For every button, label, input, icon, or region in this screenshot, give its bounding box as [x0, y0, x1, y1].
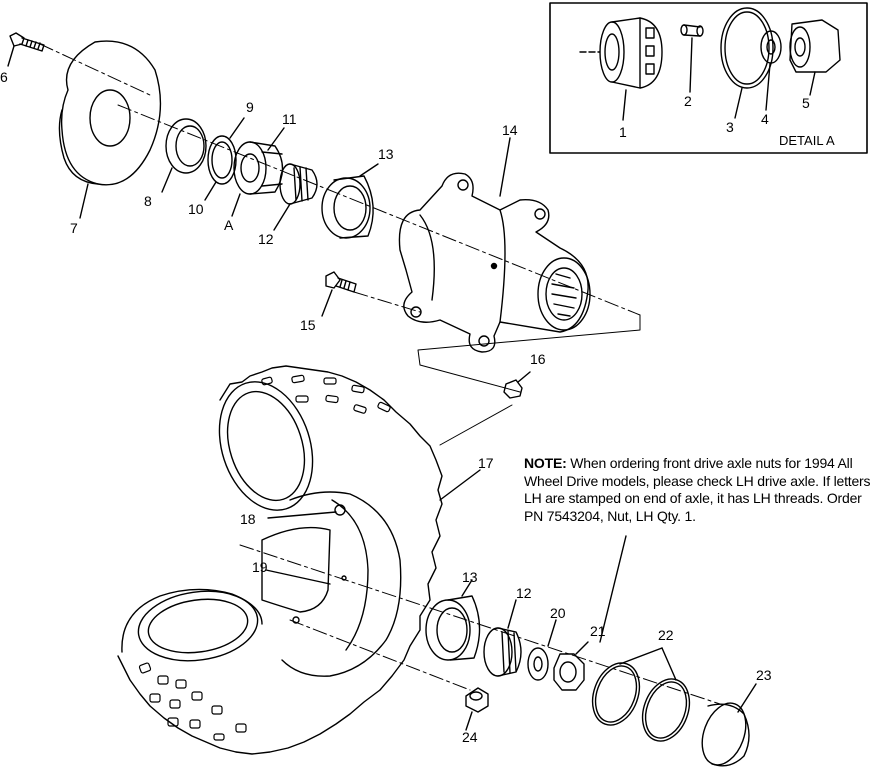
callout-19: 19 — [252, 559, 268, 575]
part-14-wheel-hub — [398, 137, 591, 353]
tire-tread-blocks — [138, 374, 391, 741]
part-15-bolt — [321, 271, 357, 317]
callout-4: 4 — [761, 111, 769, 127]
part-17-tire — [117, 365, 481, 755]
callout-a: A — [224, 217, 234, 233]
callout-1: 1 — [619, 124, 627, 140]
part-20-washer — [527, 619, 557, 681]
callout-6: 6 — [0, 69, 8, 85]
part-24-fitting — [465, 687, 489, 731]
part-21-axle-nut — [553, 535, 627, 691]
part-11-hub-a — [231, 127, 285, 217]
callout-14: 14 — [502, 122, 518, 138]
callout-5: 5 — [802, 95, 810, 111]
detail-part-2-pin — [680, 24, 704, 37]
detail-part-3-ring — [720, 7, 774, 89]
ordering-note: NOTE: When ordering front drive axle nut… — [524, 455, 872, 525]
callout-13-lower: 13 — [462, 569, 478, 585]
part-12-bearing-lower — [483, 599, 522, 677]
part-8-seal — [161, 118, 207, 193]
part-13-race-lower — [425, 579, 481, 661]
callout-17: 17 — [478, 455, 494, 471]
part-6-bolt — [7, 32, 45, 67]
part-12-bearing-upper — [273, 163, 318, 231]
callout-7: 7 — [70, 220, 78, 236]
axis-lines — [39, 43, 721, 705]
note-heading: NOTE: — [524, 455, 567, 471]
callout-8: 8 — [144, 193, 152, 209]
detail-part-5-nut — [789, 19, 841, 73]
callout-15: 15 — [300, 317, 316, 333]
callout-21: 21 — [590, 623, 606, 639]
callout-2: 2 — [684, 93, 692, 109]
callout-3: 3 — [726, 119, 734, 135]
part-7-brake-disc — [58, 40, 162, 219]
part-13-race-upper — [321, 163, 379, 239]
part-23-hub-cap — [701, 683, 757, 767]
callout-23: 23 — [756, 667, 772, 683]
detail-part-4-washer — [760, 30, 782, 64]
note-body: When ordering front drive axle nuts for … — [524, 455, 871, 524]
callout-11: 11 — [282, 111, 297, 127]
callout-18: 18 — [240, 511, 256, 527]
callout-22: 22 — [658, 627, 674, 643]
callout-9: 9 — [246, 99, 254, 115]
callout-12-upper: 12 — [258, 231, 274, 247]
callout-24: 24 — [462, 729, 478, 745]
callout-16: 16 — [530, 351, 546, 367]
detail-a-inset — [549, 2, 868, 154]
part-16-stud-nut — [503, 371, 531, 399]
callout-12-lower: 12 — [516, 585, 532, 601]
part-22-o-rings — [591, 647, 691, 742]
detail-part-1-hub — [579, 17, 663, 89]
callout-numbers: 1 2 3 4 5 6 7 8 9 10 11 A 12 13 14 15 16… — [0, 69, 835, 745]
part-9-part-10-rings — [204, 117, 245, 201]
callout-20: 20 — [550, 605, 566, 621]
detail-a-label: DETAIL A — [779, 133, 835, 148]
callout-10: 10 — [188, 201, 204, 217]
callout-13-upper: 13 — [378, 146, 394, 162]
